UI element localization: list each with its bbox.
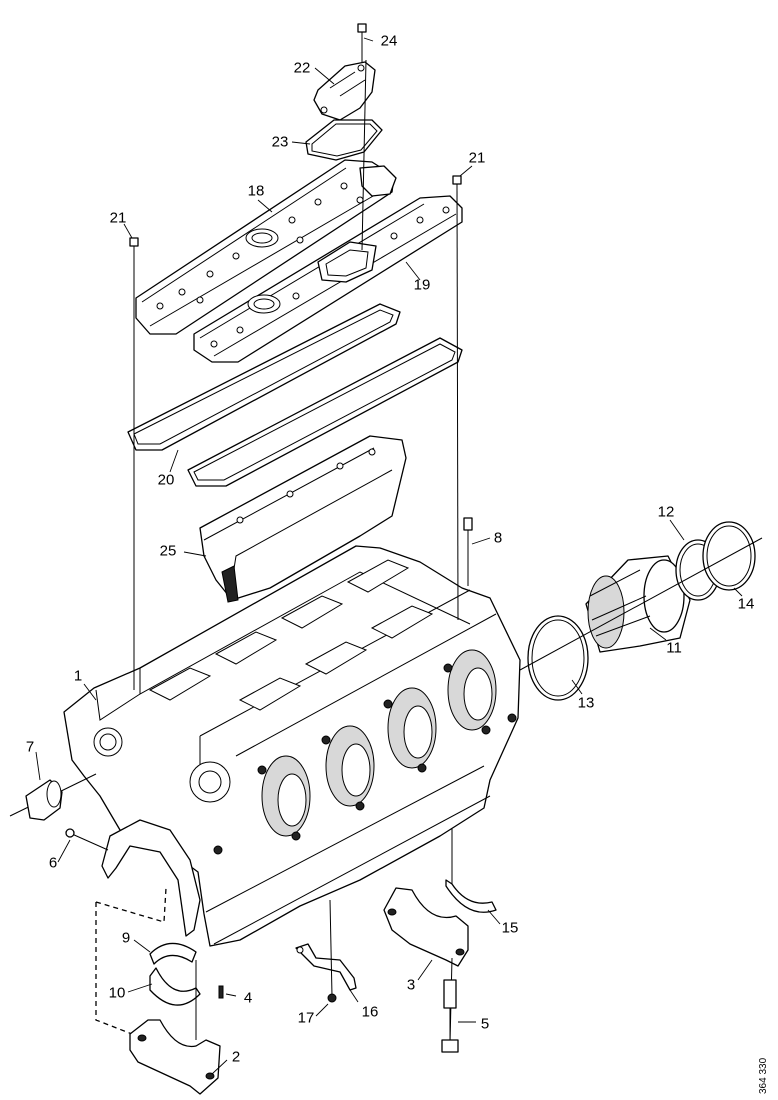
- bearing-shell-bracket: [95, 887, 167, 1035]
- part-17-bolt: [327, 899, 337, 1003]
- callout-3: 3: [406, 976, 416, 994]
- callout-17: 17: [297, 1009, 315, 1027]
- part-13-o-ring: [527, 615, 589, 701]
- callout-23: 23: [271, 133, 289, 151]
- callout-18: 18: [247, 182, 265, 200]
- part-21-bolt-right: [452, 175, 462, 621]
- callout-22: 22: [293, 59, 311, 77]
- part-9-bearing-shell: [149, 942, 197, 965]
- callout-7: 7: [25, 738, 35, 756]
- part-7-bearing-bush: [9, 773, 97, 821]
- part-24-bolt: [357, 23, 367, 62]
- part-15-bearing-shell: [445, 828, 497, 913]
- callout-1: 1: [73, 667, 83, 685]
- callout-12: 12: [657, 503, 675, 521]
- part-20-gasket-a: [127, 303, 401, 451]
- callout-25: 25: [159, 542, 177, 560]
- part-2-bearing-cap: [129, 960, 221, 1095]
- callout-14: 14: [737, 595, 755, 613]
- callout-19: 19: [413, 276, 431, 294]
- callout-21-right: 21: [468, 149, 486, 167]
- part-16-oil-pipe: [295, 943, 357, 991]
- callout-6: 6: [48, 854, 58, 872]
- callout-11: 11: [666, 639, 682, 657]
- part-20-gasket-b: [187, 337, 463, 487]
- callout-21-left: 21: [109, 209, 127, 227]
- part-19-valve-cover: [193, 195, 463, 363]
- part-5-bolt: [441, 957, 459, 1053]
- callout-16: 16: [361, 1003, 379, 1021]
- part-1-engine-block: [63, 545, 521, 947]
- callout-9: 9: [121, 929, 131, 947]
- reference-code: 364 330: [758, 1057, 769, 1094]
- liner-axis-line: [519, 537, 763, 671]
- part-4-pin: [218, 985, 224, 999]
- part-6-bolt: [65, 828, 109, 851]
- part-22-cover: [313, 61, 376, 121]
- part-25-housing: [199, 435, 407, 603]
- part-3-bearing-cap: [383, 887, 469, 967]
- callout-5: 5: [480, 1015, 490, 1033]
- callout-8: 8: [493, 529, 503, 547]
- callout-20: 20: [157, 471, 175, 489]
- part-11-cylinder-liner: [585, 555, 691, 653]
- part-21-bolt-left: [129, 237, 139, 690]
- part-23-gasket: [305, 119, 383, 161]
- part-18-valve-cover: [135, 159, 397, 335]
- callout-10: 10: [108, 984, 126, 1002]
- callout-13: 13: [577, 694, 595, 712]
- callout-4: 4: [243, 989, 253, 1007]
- callout-15: 15: [501, 919, 519, 937]
- part-10-bearing-shell: [149, 967, 201, 1006]
- callout-2: 2: [231, 1048, 241, 1066]
- callout-24: 24: [380, 32, 398, 50]
- leader-lines: [35, 37, 743, 1075]
- bolt-24-axis-line: [361, 59, 367, 251]
- part-8-stud: [463, 517, 473, 586]
